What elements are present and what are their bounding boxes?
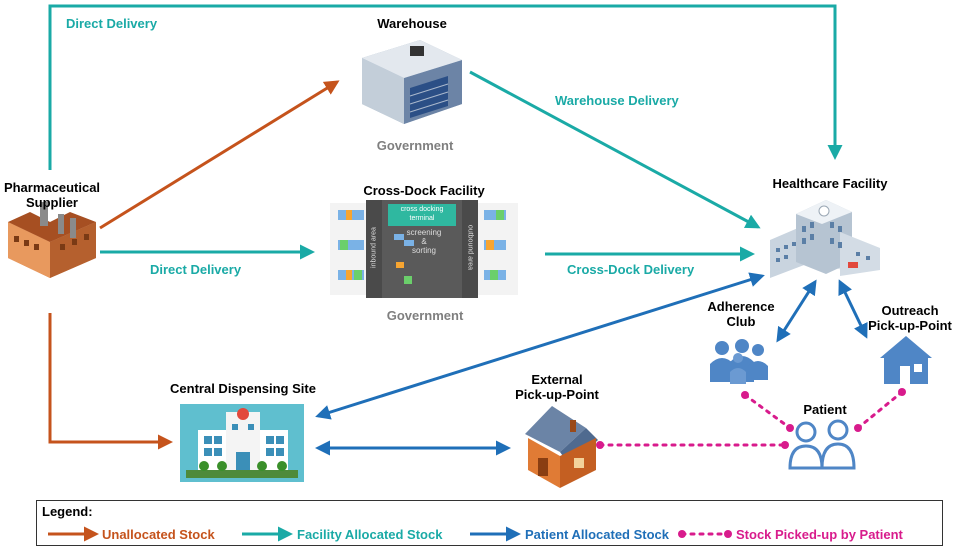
crossdock-owner-label: Government [386,308,464,323]
node-outreach-label: Outreach Pick-up-Point [868,303,952,333]
edge-label-direct-mid: Direct Delivery [150,262,242,277]
edge-label-warehouse-delivery: Warehouse Delivery [555,93,679,108]
house-icon [880,336,932,384]
node-healthcare-label: Healthcare Facility [772,176,888,191]
crossdock-terminal-label: cross docking terminal [400,206,444,222]
node-supplier-label: Pharmaceutical Supplier [3,180,101,210]
patient-icon [788,419,856,470]
legend-item-facility: Facility Allocated Stock [297,527,443,542]
edge-healthcare-adherence [776,279,817,343]
edge-label-direct-top: Direct Delivery [66,16,158,31]
warehouse-owner-label: Government [376,138,454,153]
pickup-house-icon [525,406,598,488]
edge-supplier-warehouse [99,80,340,230]
edge-supplier-central [48,313,173,450]
crossdock-icon [330,200,518,298]
node-adherence-label: Adherence Club [707,299,775,329]
node-crossdock-label: Cross-Dock Facility [363,183,485,198]
legend-title: Legend: [42,504,93,519]
node-external-label: External Pick-up-Point [515,372,599,402]
node-patient-label: Patient [803,402,847,417]
factory-icon [8,202,96,278]
edge-direct-top [48,4,843,170]
edge-warehouse-healthcare [469,70,761,229]
hospital-icon [770,200,880,278]
node-warehouse-label: Warehouse [377,16,447,31]
edge-outreach-patient [856,390,904,430]
edge-healthcare-central [315,272,765,420]
warehouse-icon [362,40,462,124]
node-central-label: Central Dispensing Site [170,381,316,396]
edge-label-crossdock-delivery: Cross-Dock Delivery [567,262,695,277]
legend-item-pickup: Stock Picked-up by Patient [736,527,903,542]
edge-healthcare-outreach [838,279,868,339]
legend-item-patient: Patient Allocated Stock [525,527,669,542]
crossdock-inbound-label: inbound area [370,227,378,268]
crossdock-outbound-label: outbound area [466,224,474,271]
group-people-icon [710,339,768,384]
clinic-icon [180,404,304,482]
legend-item-unallocated: Unallocated Stock [102,527,215,542]
edge-adherence-patient [743,393,792,430]
legend-box [36,500,943,546]
crossdock-process-label: screening & sorting [406,228,442,255]
